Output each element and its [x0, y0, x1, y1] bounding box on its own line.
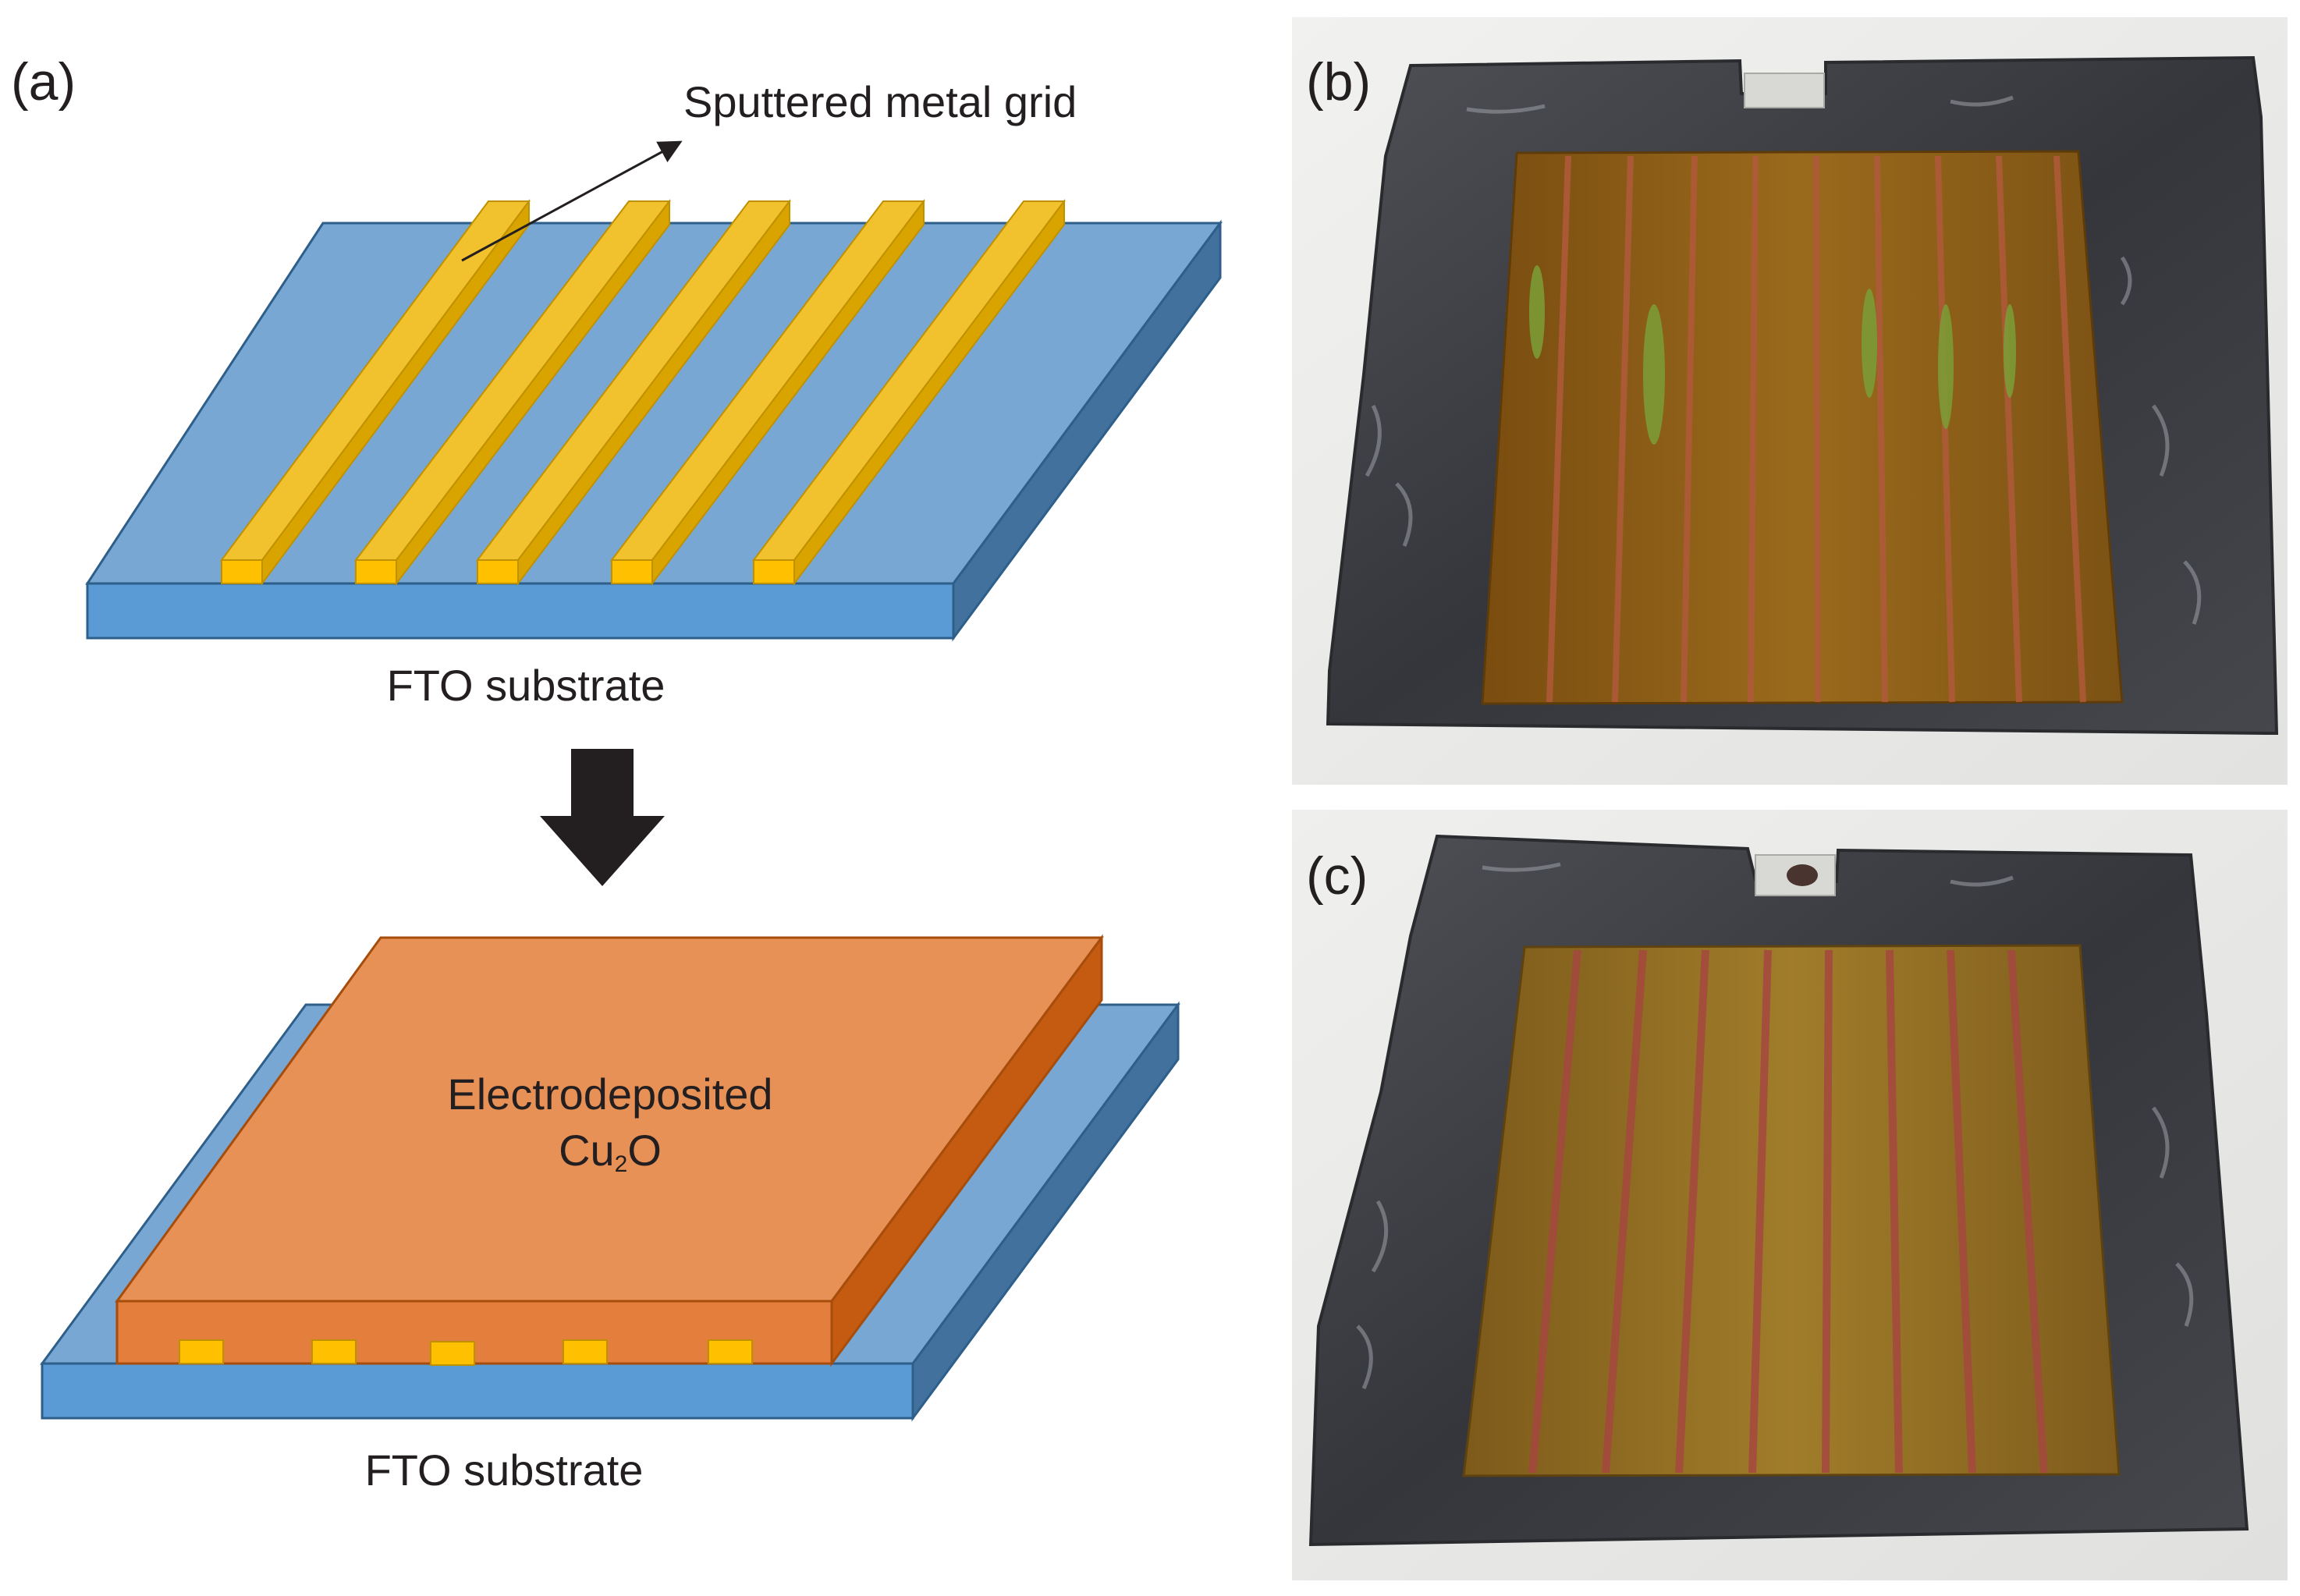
bottom-fto-side-face: [911, 1001, 1180, 1422]
photo-c-stripes: [1528, 949, 2048, 1474]
photo-c-highlights: [1356, 862, 2194, 1390]
cu2o-side-face: [830, 934, 1103, 1367]
panel-c-label: (c): [1306, 846, 1368, 906]
grid-cross-section: [179, 1339, 224, 1364]
cu2o-label-end: O: [627, 1126, 662, 1175]
top-substrate-label: FTO substrate: [387, 661, 666, 710]
grid-line: [353, 199, 672, 586]
photo-b-tag: [1744, 73, 1825, 108]
grid-cross-section: [430, 1341, 475, 1366]
metal-grid: [220, 198, 1067, 587]
embedded-grid: [179, 1339, 753, 1366]
photo-b-stripes: [1546, 155, 2086, 703]
top-fto-front-face: [86, 582, 955, 640]
photo-b-highlights: [1365, 95, 2202, 625]
grid-line: [609, 199, 926, 586]
grid-cross-section: [563, 1339, 608, 1364]
photo-b-green-patches: [1529, 265, 2016, 445]
callout-arrow: [461, 140, 683, 262]
photo-b-sample: [1481, 150, 2124, 705]
callout-sputtered-metal-grid: Sputtered metal grid: [683, 77, 1077, 126]
bottom-fto-front-face: [41, 1362, 914, 1420]
photo-c-sample: [1462, 944, 2121, 1477]
cu2o-layer: [115, 934, 1104, 1367]
grid-line: [751, 199, 1067, 586]
grid-cross-section: [708, 1339, 753, 1364]
grid-line: [475, 199, 792, 586]
panel-a: (a): [11, 52, 1223, 1495]
photo-c-tag-mark: [1787, 864, 1818, 886]
panel-a-label: (a): [11, 52, 76, 112]
bottom-substrate-label: FTO substrate: [365, 1445, 644, 1495]
panel-b-label: (b): [1306, 52, 1371, 112]
top-fto-side-face: [952, 219, 1222, 642]
cu2o-label-line2: Cu2O: [559, 1126, 662, 1177]
cu2o-label-base: Cu: [559, 1126, 615, 1175]
grid-cross-section: [311, 1339, 357, 1364]
cu2o-label-line1: Electrodeposited: [447, 1069, 772, 1119]
panel-c: (c): [1292, 810, 2288, 1580]
down-arrow-icon: [540, 749, 665, 886]
panel-b: (b): [1292, 17, 2288, 785]
cu2o-label-subscript: 2: [615, 1151, 628, 1177]
